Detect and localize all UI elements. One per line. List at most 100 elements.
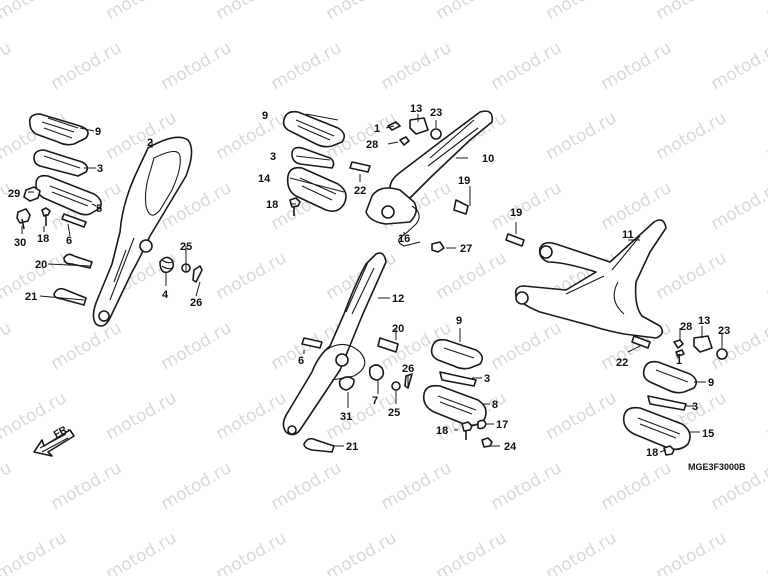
callout-25: 25: [388, 407, 400, 419]
watermark-text: motod.ru: [48, 458, 126, 514]
watermark-text: motod.ru: [488, 38, 566, 94]
part-21-bolt-b: [303, 437, 335, 453]
watermark-text: motod.ru: [268, 458, 346, 514]
center-top-assembly: [282, 110, 494, 253]
part-25-washer-b: [391, 381, 401, 391]
watermark-text: motod.ru: [653, 248, 731, 304]
watermark-text: motod.ru: [378, 38, 456, 94]
bracket-mount-hole: [98, 310, 110, 322]
watermark-text: motod.ru: [543, 0, 621, 24]
part-29-nut: [23, 186, 41, 202]
watermark-text: motod.ru: [103, 388, 181, 444]
part-20-bolt-a: [63, 253, 93, 269]
right-mount-hole: [515, 291, 529, 305]
part-9-left-rubber: [28, 113, 89, 146]
watermark-text: motod.ru: [0, 528, 70, 576]
watermark-text: motod.ru: [213, 388, 291, 444]
callout-1: 1: [676, 355, 682, 367]
callout-4: 4: [162, 289, 169, 301]
callout-2: 2: [147, 137, 153, 149]
watermark-text: motod.ru: [48, 318, 126, 374]
plate-hole: [381, 205, 395, 219]
callout-29: 29: [8, 188, 20, 200]
watermark-text: motod.ru: [103, 528, 181, 576]
callout-23: 23: [430, 107, 442, 119]
watermark-text: motod.ru: [488, 178, 566, 234]
watermark-text: motod.ru: [708, 178, 768, 234]
callout-17: 17: [496, 419, 508, 431]
callout-18: 18: [37, 233, 49, 245]
callout-6: 6: [298, 355, 304, 367]
watermark-text: motod.ru: [708, 318, 768, 374]
watermark-text: motod.ru: [158, 38, 236, 94]
part-22-bolt-a: [349, 161, 371, 173]
part-23-nut-a: [430, 128, 442, 140]
watermark-text: motod.ru: [268, 38, 346, 94]
watermark-text: motod.ru: [213, 528, 291, 576]
callout-18: 18: [646, 447, 658, 459]
part-6-pin-b: [301, 337, 323, 349]
watermark-text: motod.ru: [763, 388, 768, 444]
watermark-text: motod.ru: [213, 108, 291, 164]
part-22-bolt-b: [631, 335, 651, 349]
part-3-center2: [439, 371, 477, 387]
callout-24: 24: [504, 441, 517, 453]
watermark-text: motod.ru: [598, 38, 676, 94]
part-12-bracket: [282, 252, 387, 436]
watermark-text: motod.ru: [0, 0, 70, 24]
watermark-text: motod.ru: [543, 528, 621, 576]
callout-26: 26: [402, 363, 414, 375]
part-31-cap: [338, 376, 355, 391]
watermark-text: motod.ru: [488, 458, 566, 514]
bracket-pivot-boss: [139, 239, 153, 253]
watermark-text: motod.ru: [0, 318, 15, 374]
center-step-assembly: [422, 328, 500, 448]
part-13-clip-b: [693, 335, 713, 353]
callout-22: 22: [354, 185, 366, 197]
callout-19: 19: [510, 207, 522, 219]
callout-20: 20: [392, 323, 404, 335]
part-15-step: [622, 406, 691, 451]
watermark-text: motod.ru: [0, 38, 15, 94]
part-17-washer: [477, 419, 487, 430]
callout-27: 27: [460, 243, 472, 255]
left-step-assembly: [16, 113, 203, 327]
callout-9: 9: [456, 315, 462, 327]
part-27-bolt: [431, 241, 445, 253]
callout-20: 20: [35, 259, 47, 271]
callout-16: 16: [398, 233, 410, 245]
part-21-bolt-a: [53, 287, 87, 306]
lower-bracket-pivot: [335, 353, 349, 367]
watermark-text: motod.ru: [378, 458, 456, 514]
part-9-center2-rubber: [430, 338, 484, 370]
callout-8: 8: [492, 399, 498, 411]
watermark-text: motod.ru: [323, 528, 401, 576]
part-3-left: [33, 149, 89, 177]
part-18-bolt-b: [289, 197, 301, 216]
watermark-text: motod.ru: [543, 108, 621, 164]
front-direction-arrow: FR.: [33, 423, 75, 457]
watermark-text: motod.ru: [653, 108, 731, 164]
part-24-bolt: [481, 437, 493, 448]
part-9-center-rubber: [282, 110, 346, 148]
watermark-text: motod.ru: [213, 0, 291, 24]
callout-14: 14: [258, 173, 271, 185]
part-19-bolt-a: [453, 199, 469, 215]
callout-18: 18: [436, 425, 448, 437]
watermark-text: motod.ru: [433, 0, 511, 24]
watermark-text: motod.ru: [488, 318, 566, 374]
part-28-bolt-a: [399, 136, 410, 146]
right-step-assembly: [505, 219, 728, 456]
callout-9: 9: [262, 110, 268, 122]
callout-18: 18: [266, 199, 278, 211]
watermark-text: motod.ru: [543, 388, 621, 444]
lower-mount-hole: [287, 425, 297, 435]
watermark-text: motod.ru: [763, 248, 768, 304]
watermark-text: motod.ru: [48, 38, 126, 94]
part-3-right: [647, 395, 687, 411]
watermark-text: motod.ru: [103, 0, 181, 24]
part-4-spring: [159, 256, 175, 274]
callout-labels: 9 3 2 29 5 30 18 6 20 25 4 26 21 9 3 14 …: [8, 103, 730, 459]
watermark-text: motod.ru: [763, 528, 768, 576]
